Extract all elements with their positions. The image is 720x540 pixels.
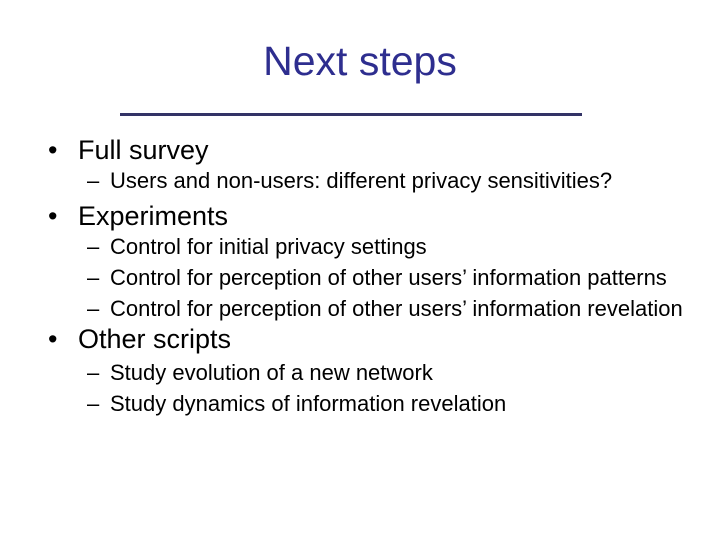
sub-bullet-text: Control for initial privacy settings	[110, 234, 427, 259]
sub-bullet-text: Control for perception of other users’ i…	[110, 265, 667, 290]
sub-bullet-item: –Control for perception of other users’ …	[87, 267, 667, 289]
dash-icon: –	[87, 360, 100, 385]
sub-bullet-item: –Study dynamics of information revelatio…	[87, 393, 506, 415]
bullet-icon: •	[48, 324, 58, 354]
title-underline	[120, 113, 582, 116]
sub-bullet-text: Study evolution of a new network	[110, 360, 433, 385]
bullet-text: Other scripts	[78, 324, 232, 354]
bullet-icon: •	[48, 201, 58, 231]
bullet-item-experiments: • Experiments	[48, 203, 228, 230]
bullet-item-full-survey: • Full survey	[48, 137, 209, 164]
sub-bullet-text: Study dynamics of information revelation	[110, 391, 507, 416]
bullet-text: Experiments	[78, 201, 229, 231]
sub-bullet-text: Users and non-users: different privacy s…	[110, 168, 613, 193]
dash-icon: –	[87, 234, 100, 259]
bullet-item-other-scripts: • Other scripts	[48, 326, 231, 353]
slide-title: Next steps	[263, 38, 457, 84]
bullet-text: Full survey	[78, 135, 209, 165]
dash-icon: –	[87, 391, 100, 416]
sub-bullet-text: Control for perception of other users’ i…	[110, 296, 683, 321]
bullet-icon: •	[48, 135, 58, 165]
sub-bullet-item: –Control for perception of other users’ …	[87, 298, 683, 320]
sub-bullet-item: –Study evolution of a new network	[87, 362, 433, 384]
dash-icon: –	[87, 168, 100, 193]
dash-icon: –	[87, 296, 100, 321]
sub-bullet-item: –Users and non-users: different privacy …	[87, 170, 612, 192]
dash-icon: –	[87, 265, 100, 290]
sub-bullet-item: –Control for initial privacy settings	[87, 236, 427, 258]
